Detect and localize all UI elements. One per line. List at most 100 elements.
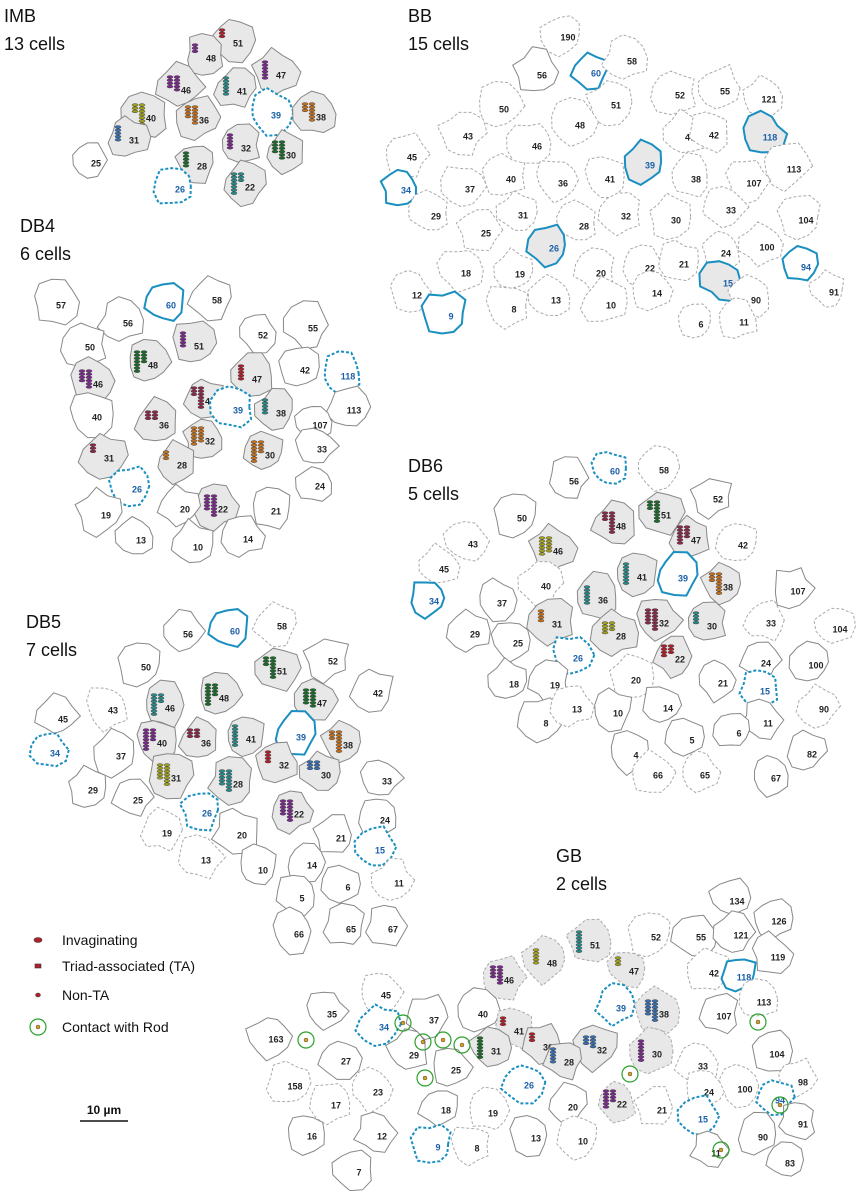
synapse-marker bbox=[683, 534, 691, 539]
cell-label: 100 bbox=[759, 242, 774, 252]
panel-imb-name: IMB bbox=[4, 6, 36, 26]
cell-outline-db6-56 bbox=[548, 456, 590, 499]
cell-outline-db4-33 bbox=[294, 427, 341, 464]
synapse-marker bbox=[204, 686, 212, 690]
cell-label: 50 bbox=[85, 342, 95, 352]
cell-label: 51 bbox=[233, 38, 243, 48]
synapse-marker bbox=[261, 63, 269, 67]
cell-label: 24 bbox=[315, 481, 325, 491]
cell-label: 9 bbox=[448, 311, 453, 321]
cell-label: 11 bbox=[711, 1148, 721, 1158]
synapse-marker bbox=[230, 178, 238, 182]
synapse-marker bbox=[197, 386, 205, 390]
synapse-marker bbox=[237, 172, 245, 176]
cell-label: 107 bbox=[716, 1011, 731, 1021]
cell-label: 25 bbox=[451, 1065, 461, 1075]
synapse-marker bbox=[138, 116, 146, 120]
synapse-marker bbox=[608, 624, 616, 628]
panel-bb-mosaic: 1906058565255121505148474211843463938113… bbox=[379, 15, 845, 339]
synapse-marker bbox=[589, 1044, 597, 1049]
cell-label: 39 bbox=[296, 732, 306, 742]
synapse-marker bbox=[197, 389, 205, 393]
cell-label: 39 bbox=[678, 573, 688, 583]
synapse-marker bbox=[308, 108, 316, 112]
synapse-marker bbox=[138, 106, 146, 110]
synapse-marker bbox=[197, 439, 205, 443]
cell-outline-db5-13 bbox=[177, 834, 227, 880]
cell-outline-db5-5 bbox=[275, 874, 315, 918]
synapse-marker bbox=[651, 1012, 659, 1016]
synapse-marker bbox=[211, 686, 219, 690]
cell-outline-bb-6 bbox=[677, 303, 711, 339]
synapse-marker bbox=[532, 957, 540, 962]
synapse-marker bbox=[166, 78, 174, 82]
cell-outline-gb-35 bbox=[306, 991, 350, 1032]
synapse-marker bbox=[286, 805, 294, 809]
cell-label: 42 bbox=[373, 688, 383, 698]
cell-label: 83 bbox=[785, 1158, 795, 1168]
cell-label: 29 bbox=[431, 211, 441, 221]
synapse-marker bbox=[644, 1008, 652, 1013]
cell-outline-db5-10 bbox=[240, 843, 277, 886]
synapse-marker bbox=[173, 78, 181, 82]
cell-label: 14 bbox=[663, 703, 673, 713]
cell-outline-db6-60 bbox=[590, 451, 627, 485]
synapse-marker bbox=[589, 1041, 597, 1045]
cell-outline-bb-10 bbox=[579, 275, 628, 323]
synapse-marker bbox=[279, 805, 287, 809]
cell-outline-bb-12 bbox=[389, 269, 433, 313]
synapse-marker bbox=[149, 731, 157, 735]
cell-label: 46 bbox=[553, 546, 563, 556]
legend-label-nonta: Non-TA bbox=[62, 987, 110, 1003]
cell-label: 22 bbox=[675, 654, 685, 664]
cell-label: 121 bbox=[733, 930, 748, 940]
rod-contact-circle bbox=[621, 1065, 639, 1083]
cell-label: 58 bbox=[627, 56, 637, 66]
cell-outline-db5-34 bbox=[28, 732, 70, 768]
synapse-marker bbox=[226, 143, 234, 147]
synapse-marker bbox=[231, 727, 239, 731]
synapse-marker bbox=[309, 697, 317, 702]
synapse-marker bbox=[218, 34, 226, 38]
cell-outline-gb-126 bbox=[753, 898, 794, 942]
synapse-marker bbox=[286, 802, 294, 806]
cell-label: 26 bbox=[573, 653, 583, 663]
synapse-marker bbox=[646, 506, 654, 510]
synapse-marker bbox=[218, 31, 226, 35]
synapse-marker bbox=[602, 1105, 610, 1109]
cell-label: 48 bbox=[148, 360, 158, 370]
synapse-marker bbox=[142, 741, 150, 745]
cell-label: 60 bbox=[230, 626, 240, 636]
cell-label: 41 bbox=[514, 1026, 524, 1036]
cell-label: 37 bbox=[497, 598, 507, 608]
synapse-marker bbox=[231, 737, 239, 741]
synapse-marker bbox=[644, 621, 652, 625]
synapse-marker bbox=[230, 182, 238, 186]
panel-db6-title: DB6 5 cells bbox=[408, 456, 459, 504]
synapse-marker bbox=[715, 581, 723, 586]
synapse-marker bbox=[179, 334, 187, 338]
cell-label: 20 bbox=[568, 1102, 578, 1112]
cell-label: 31 bbox=[552, 619, 562, 629]
synapse-marker bbox=[328, 733, 336, 737]
cell-outline-bb-19 bbox=[493, 247, 534, 289]
synapse-marker bbox=[114, 138, 122, 142]
cell-label: 107 bbox=[790, 586, 805, 596]
cell-label: 47 bbox=[276, 70, 286, 80]
synapse-marker bbox=[308, 115, 316, 119]
cell-outline-bb-34 bbox=[379, 168, 418, 207]
cell-label: 94 bbox=[775, 1095, 785, 1105]
synapse-marker bbox=[608, 520, 616, 525]
cell-label: 37 bbox=[429, 1015, 439, 1025]
rod-contact-circle bbox=[434, 1031, 452, 1049]
synapse-marker bbox=[608, 517, 616, 521]
synapse-marker bbox=[537, 612, 545, 616]
cell-label: 31 bbox=[104, 453, 114, 463]
synapse-marker bbox=[335, 749, 343, 753]
cell-outline-gb-45 bbox=[361, 972, 405, 1017]
cell-label: 22 bbox=[645, 263, 655, 273]
synapse-marker bbox=[637, 1058, 645, 1062]
cell-label: 119 bbox=[771, 952, 786, 962]
cell-label: 50 bbox=[141, 662, 151, 672]
cell-label: 47 bbox=[691, 535, 701, 545]
